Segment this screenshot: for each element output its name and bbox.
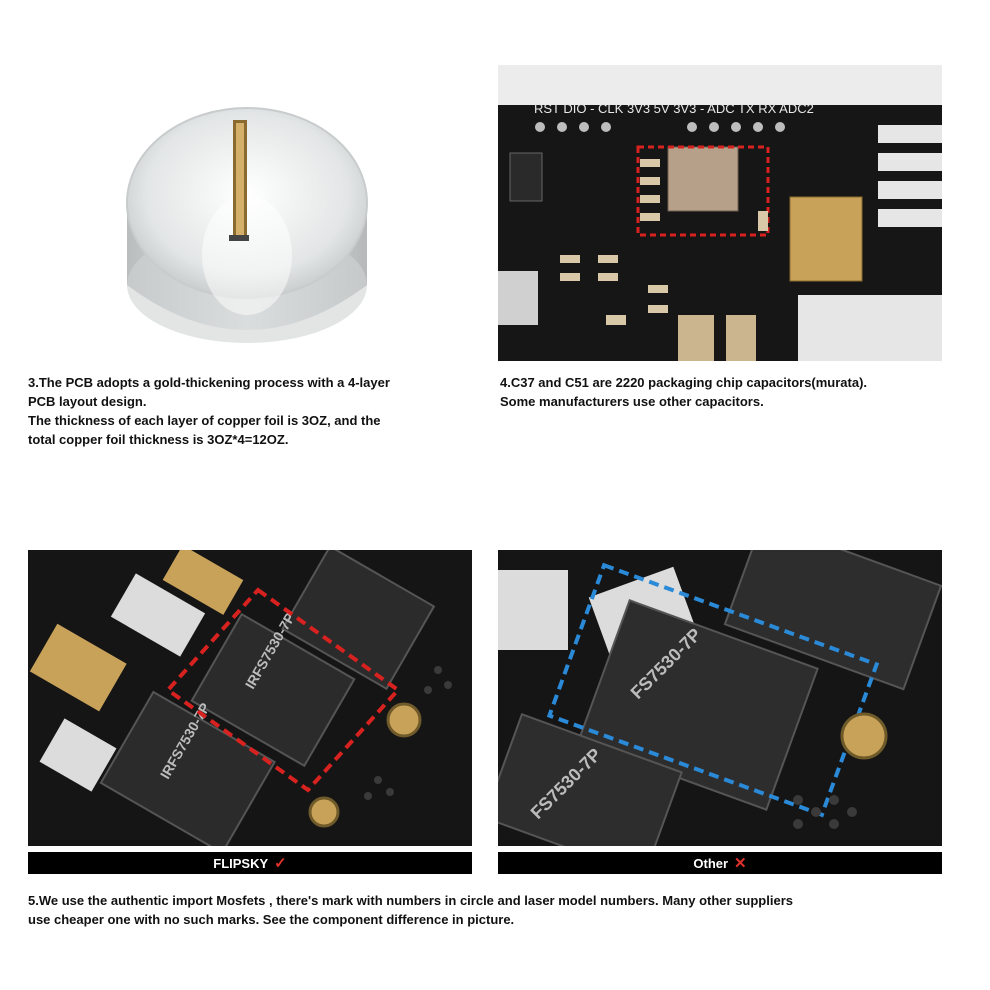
- caption-line: The thickness of each layer of copper fo…: [28, 413, 381, 428]
- pcb-cross-section-photo: [115, 85, 380, 355]
- check-icon: ✓: [274, 854, 287, 872]
- acrylic-sample-illustration: [126, 107, 368, 343]
- flipsky-label: FLIPSKY: [213, 855, 269, 871]
- caption-line: 4.C37 and C51 are 2220 packaging chip ca…: [500, 375, 868, 390]
- other-label-bar: Other ✕: [498, 852, 942, 874]
- caption-panel-3: 3.The PCB adopts a gold-thickening proce…: [28, 373, 478, 449]
- caption-panel-5: 5.We use the authentic import Mosfets , …: [28, 891, 968, 929]
- caption-line: PCB layout design.: [28, 394, 147, 409]
- caption-line: Some manufacturers use other capacitors.: [500, 394, 764, 409]
- other-label: Other: [693, 855, 729, 871]
- header-pin-labels: RST DIO - CLK 3V3 5V 3V3 - ADC TX RX ADC…: [534, 101, 814, 116]
- caption-line: total copper foil thickness is 3OZ*4=12O…: [28, 432, 289, 447]
- pcb-capacitor-photo: RST DIO - CLK 3V3 5V 3V3 - ADC TX RX ADC…: [498, 65, 942, 361]
- caption-line: use cheaper one with no such marks. See …: [28, 912, 515, 927]
- caption-line: 5.We use the authentic import Mosfets , …: [28, 893, 793, 908]
- cross-icon: ✕: [734, 854, 747, 872]
- caption-panel-4: 4.C37 and C51 are 2220 packaging chip ca…: [500, 373, 960, 411]
- other-mosfet-photo: FS7530-7P FS7530-7P: [498, 550, 942, 846]
- caption-line: 3.The PCB adopts a gold-thickening proce…: [28, 375, 390, 390]
- flipsky-mosfet-photo: IRFS7530-7P IRFS7530-7P: [28, 550, 472, 846]
- flipsky-label-bar: FLIPSKY ✓: [28, 852, 472, 874]
